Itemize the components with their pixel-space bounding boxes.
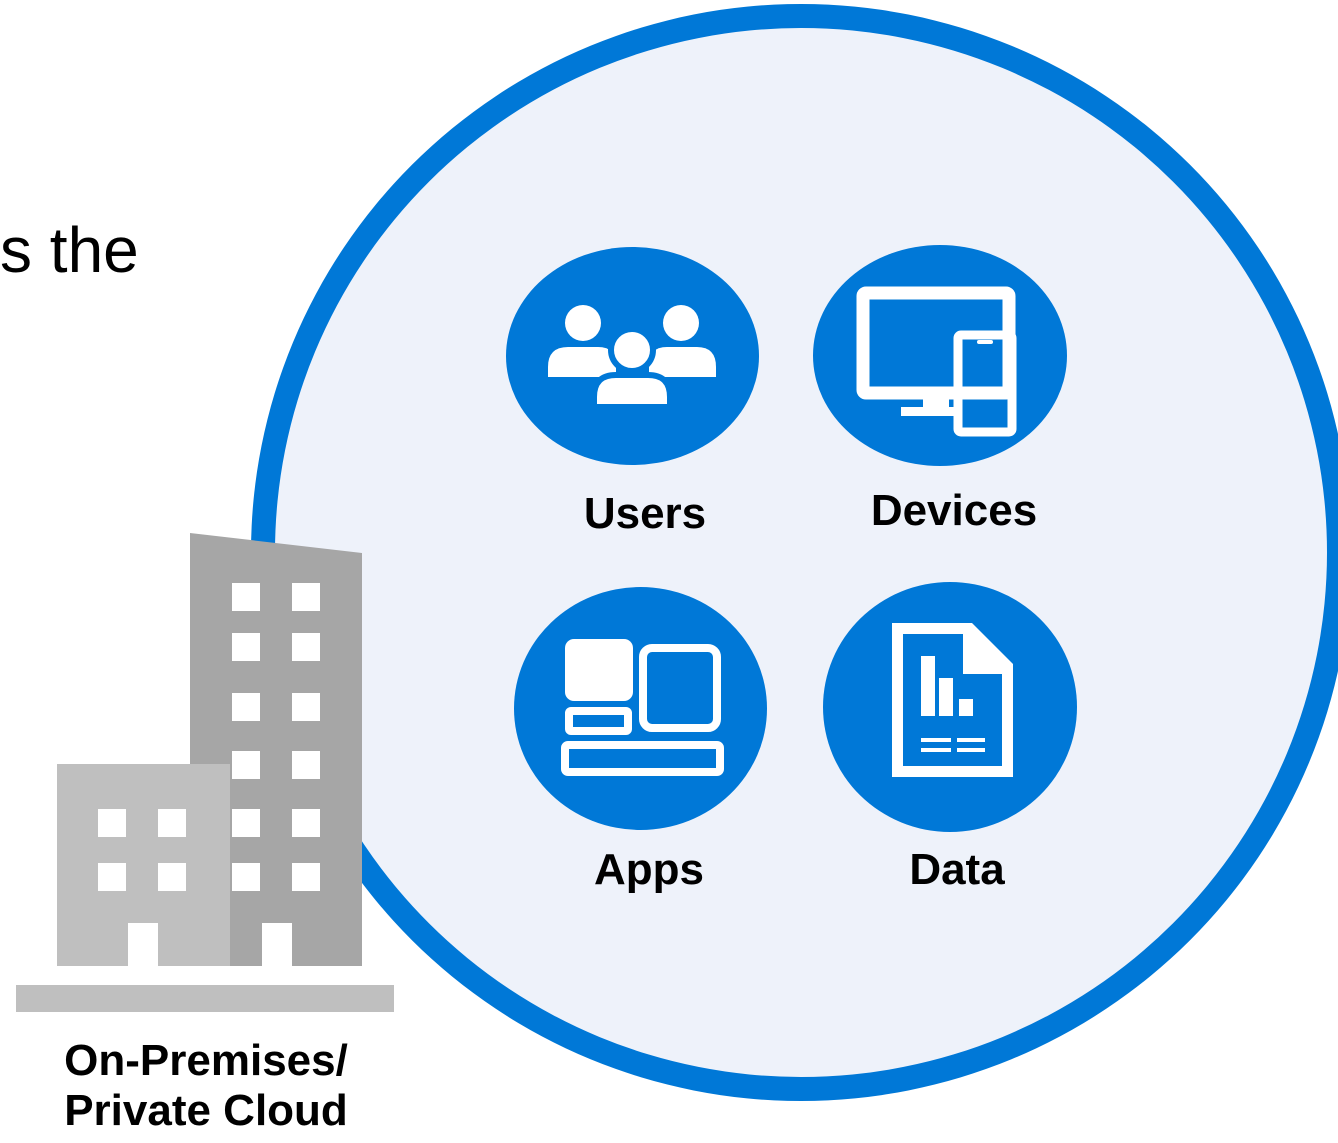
apps-label: Apps xyxy=(594,845,704,894)
building-caption: On-Premises/ Private Cloud xyxy=(0,1036,412,1136)
apps-icon xyxy=(561,639,724,776)
data-report-icon xyxy=(892,623,1013,777)
caption-line-2: Private Cloud xyxy=(64,1086,348,1135)
devices-circle[interactable] xyxy=(813,245,1067,466)
partial-heading-text: s the xyxy=(0,214,139,286)
users-label: Users xyxy=(583,489,707,538)
office-building-icon xyxy=(16,533,394,1012)
apps-circle[interactable] xyxy=(514,587,767,830)
data-circle[interactable] xyxy=(823,582,1077,832)
devices-icon xyxy=(856,286,1017,437)
users-circle[interactable] xyxy=(506,247,759,465)
data-label: Data xyxy=(909,845,1005,894)
cloud-scope-circle xyxy=(251,4,1338,1101)
caption-line-1: On-Premises/ xyxy=(64,1036,348,1085)
users-icon xyxy=(548,305,716,410)
devices-label: Devices xyxy=(870,486,1038,535)
